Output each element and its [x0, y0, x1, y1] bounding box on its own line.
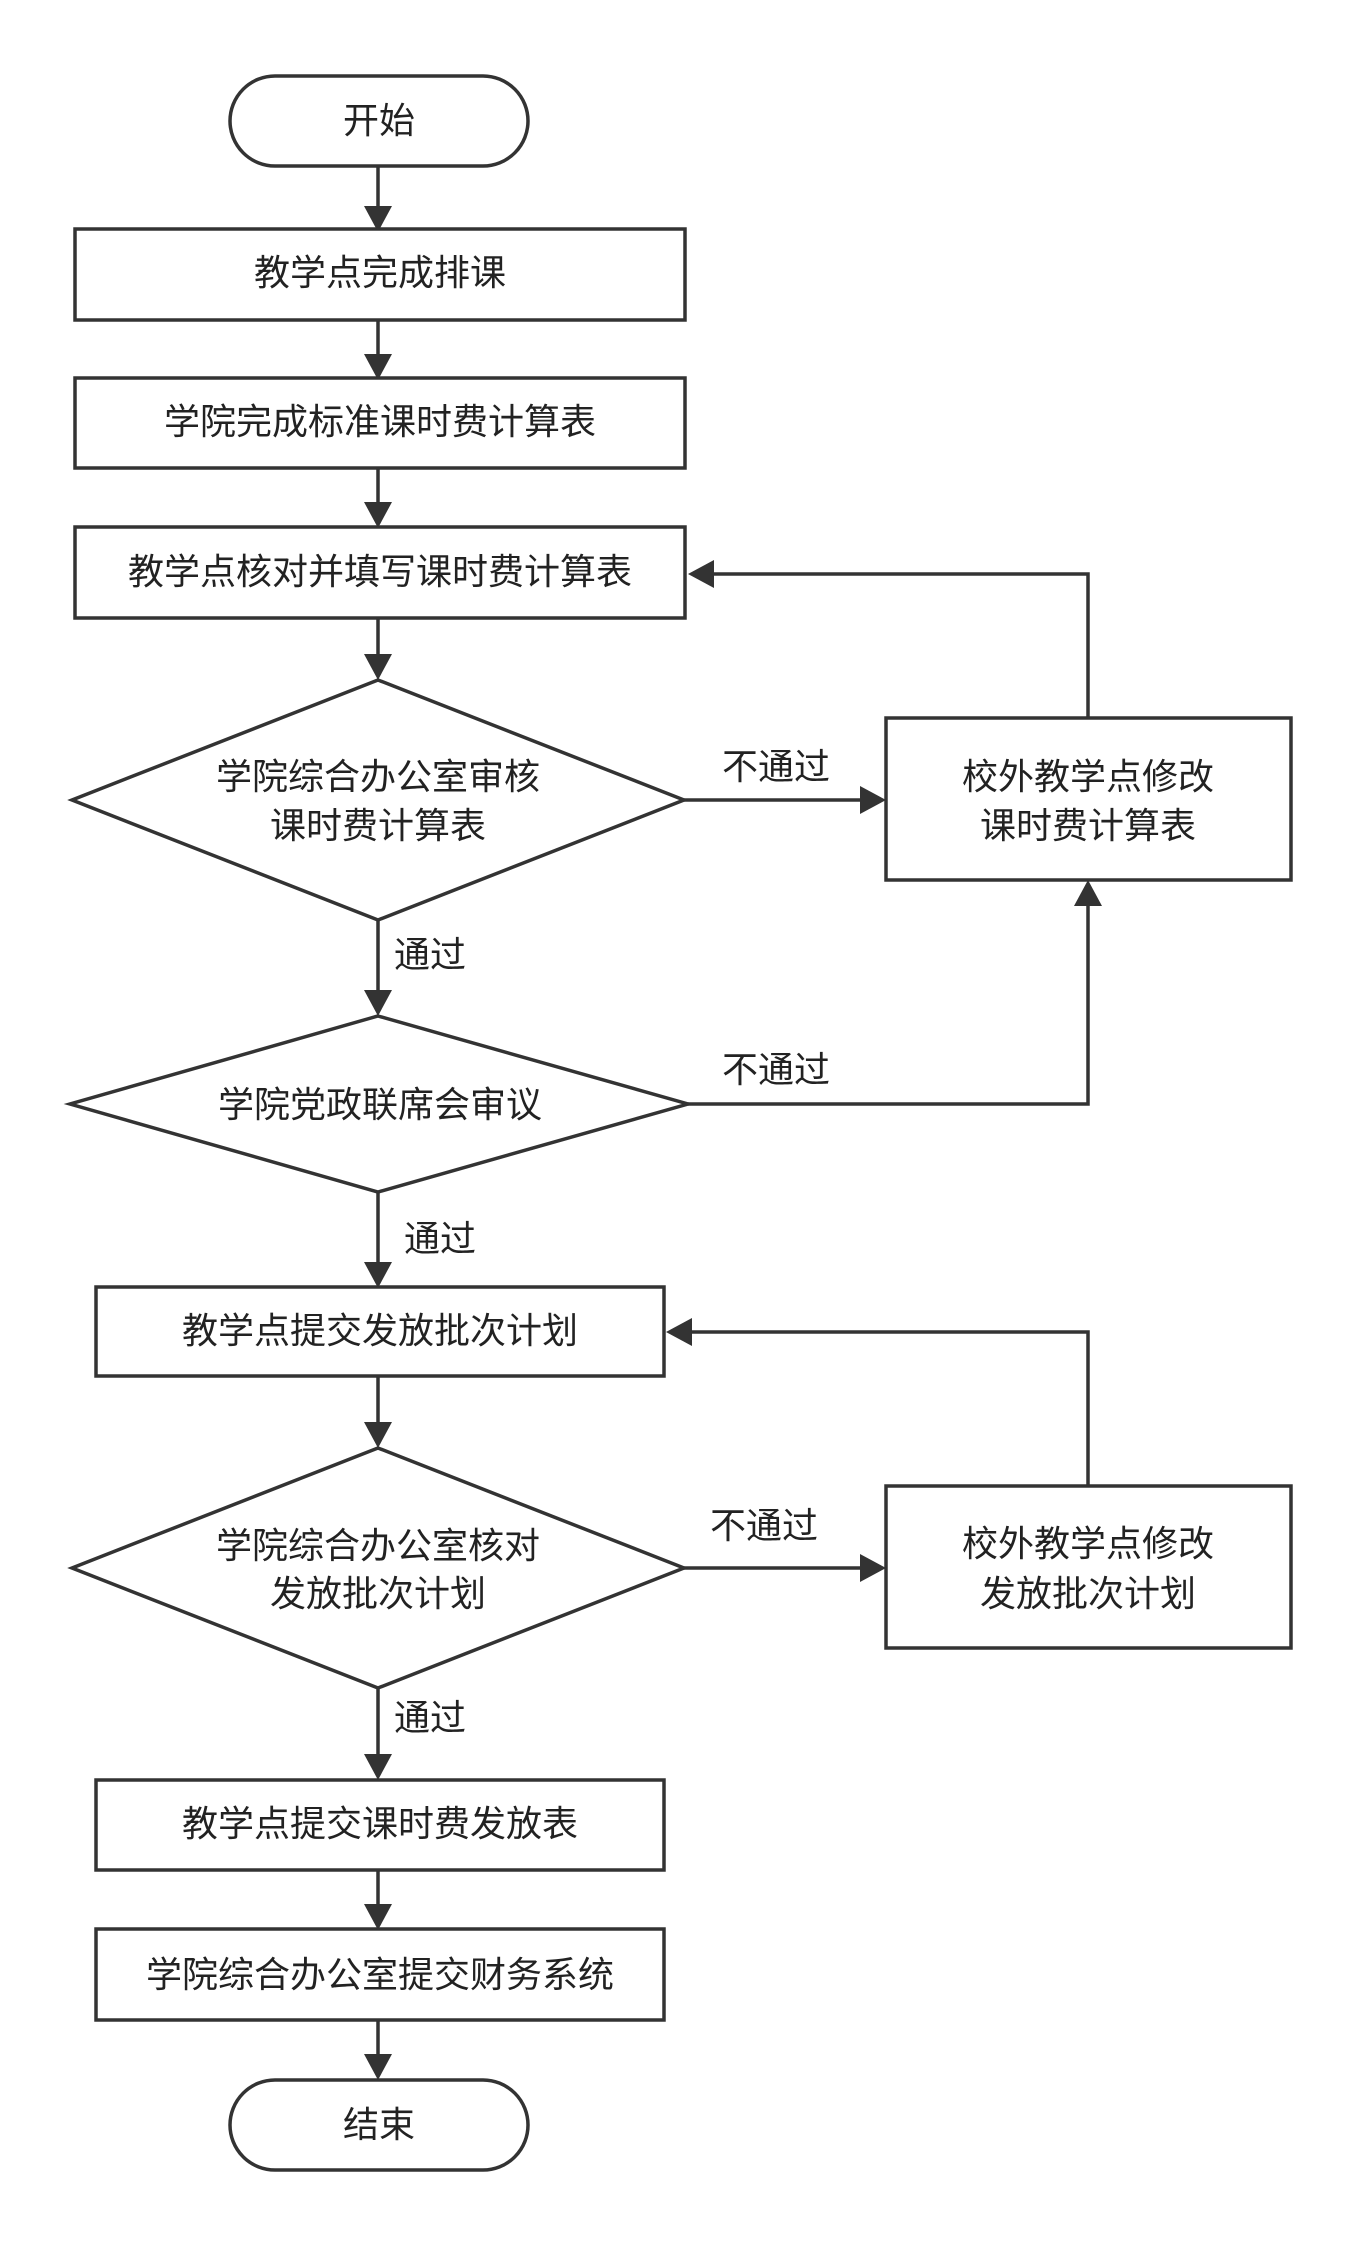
revise-plan-label-line1: 校外教学点修改: [962, 1524, 1214, 1565]
schedule-node: [73, 227, 687, 322]
edges: [364, 166, 1102, 2080]
office-review-label-line2: 课时费计算表: [270, 806, 486, 847]
arrowhead: [364, 654, 392, 680]
joint-meeting-decision: [63, 1014, 695, 1194]
arrowhead: [364, 206, 392, 232]
office-review-label-line1: 学院综合办公室审核: [216, 757, 540, 798]
arrowhead: [364, 1422, 392, 1448]
revise-plan-label-line2: 发放批次计划: [980, 1574, 1196, 1615]
revise-plan-node: [884, 1484, 1293, 1650]
standard-table-node: [73, 376, 687, 470]
nodes: 开始 教学点完成排课 学院完成标准课时费计算表 教学点核对并填写课时费计算表 学…: [63, 74, 1293, 2172]
arrowhead: [364, 502, 392, 528]
edge-label-fail-1: 不通过: [722, 747, 830, 788]
standard-table-label: 学院完成标准课时费计算表: [164, 402, 596, 443]
arrowhead: [688, 560, 714, 588]
arrowhead: [860, 1554, 886, 1582]
joint-meeting-label: 学院党政联席会审议: [218, 1085, 542, 1126]
office-check-decision: [67, 1446, 689, 1690]
verify-fill-label: 教学点核对并填写课时费计算表: [128, 552, 632, 593]
office-check-label-line1: 学院综合办公室核对: [216, 1526, 540, 1567]
submit-payout-label: 教学点提交课时费发放表: [182, 1804, 578, 1845]
arrowhead: [364, 1904, 392, 1930]
arrowhead: [364, 354, 392, 380]
arrowhead: [364, 990, 392, 1016]
revise-fee-label-line2: 课时费计算表: [980, 806, 1196, 847]
submit-plan-label: 教学点提交发放批次计划: [182, 1311, 578, 1352]
edge-label-pass-3: 通过: [394, 1698, 466, 1739]
start-label: 开始: [343, 101, 415, 142]
submit-payout-node: [94, 1778, 666, 1872]
edge-revise-fee-back: [714, 572, 1090, 718]
edge-meeting-fail: [688, 906, 1090, 1106]
verify-fill-node: [73, 525, 687, 620]
arrowhead: [666, 1318, 692, 1346]
office-check-label-line2: 发放批次计划: [270, 1574, 486, 1615]
arrowhead: [364, 1262, 392, 1288]
edge-revise-plan-back: [692, 1330, 1090, 1486]
arrowhead: [364, 2054, 392, 2080]
schedule-label: 教学点完成排课: [254, 253, 506, 294]
end-node: [228, 2078, 530, 2172]
finance-submit-node: [94, 1927, 666, 2022]
revise-fee-label-line1: 校外教学点修改: [962, 757, 1214, 798]
revise-fee-node: [884, 716, 1293, 882]
edge-labels: 通过 不通过 通过 不通过 通过 不通过: [394, 747, 830, 1739]
edge-label-fail-2: 不通过: [722, 1050, 830, 1091]
finance-submit-label: 学院综合办公室提交财务系统: [146, 1955, 614, 1996]
arrowhead: [860, 786, 886, 814]
end-label: 结束: [343, 2105, 415, 2146]
edge-label-pass-2: 通过: [404, 1219, 476, 1260]
edge-label-fail-3: 不通过: [710, 1506, 818, 1547]
office-review-decision: [67, 678, 689, 922]
edge-label-pass-1: 通过: [394, 935, 466, 976]
start-node: [228, 74, 530, 168]
arrowhead: [1074, 880, 1102, 906]
arrowhead: [364, 1754, 392, 1780]
submit-plan-node: [94, 1285, 666, 1378]
